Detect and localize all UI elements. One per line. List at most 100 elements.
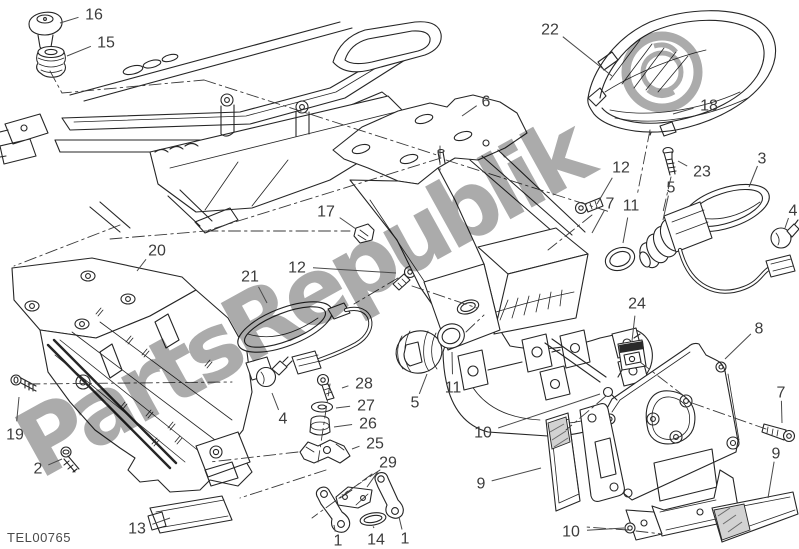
callout-label-9: 9: [772, 446, 781, 463]
callout-leader-18: [672, 107, 694, 115]
callout-leader-4: [271, 392, 280, 411]
bulb-4-right-drawing: [770, 219, 799, 249]
plate-light-housing-drawing: [423, 227, 649, 401]
clip-24-drawing: [617, 333, 647, 378]
callout-leader-12: [312, 267, 397, 274]
callout-label-13: 13: [128, 521, 146, 538]
callout-label-12: 12: [612, 160, 630, 177]
callout-leader-9: [491, 467, 542, 482]
callout-leader-7: [591, 210, 605, 234]
callout-leader-11: [622, 217, 629, 244]
callout-label-27: 27: [357, 398, 375, 415]
callout-label-22: 22: [541, 22, 559, 39]
callout-leader-21: [258, 286, 268, 304]
reflector-9-vertical-drawing: [545, 412, 581, 512]
mount-stack-drawing: [299, 373, 351, 464]
bracket-1-right-drawing: [374, 472, 404, 519]
callout-leader-5: [662, 195, 669, 221]
callout-label-20: 20: [148, 243, 166, 260]
gasket-11-center-drawing: [437, 323, 465, 349]
callout-leader-8: [724, 333, 752, 360]
callout-leader-12: [596, 177, 613, 205]
callout-leader-7: [780, 400, 783, 424]
callout-label-12: 12: [288, 260, 306, 277]
callout-leader-1: [398, 516, 403, 530]
callout-leader-17: [339, 217, 357, 230]
callout-label-11: 11: [623, 198, 640, 215]
callout-label-29: 29: [379, 455, 397, 472]
callout-label-5: 5: [411, 395, 420, 412]
callout-leader-14: [372, 526, 375, 529]
grommet-15-drawing: [35, 45, 67, 78]
pad-13-drawing: [147, 495, 233, 534]
callout-leader-20: [136, 258, 147, 272]
callout-label-19: 19: [6, 427, 24, 444]
callout-label-1: 1: [334, 533, 343, 549]
callout-leader-11: [451, 351, 453, 375]
callout-leader-2: [48, 458, 63, 466]
turn-signal-3-drawing: [663, 183, 796, 294]
grommet-5-center-drawing: [395, 330, 443, 374]
watermark-emblem: [621, 31, 703, 113]
rubber-pad-16-drawing: [28, 11, 63, 51]
callout-leader-25: [351, 445, 360, 450]
callout-label-1: 1: [401, 531, 410, 548]
callout-leader-28: [341, 385, 349, 389]
callout-leader-23: [677, 160, 688, 167]
screw-19-drawing: [10, 374, 37, 392]
callout-leader-26: [333, 424, 353, 428]
callout-label-8: 8: [755, 321, 764, 338]
gasket-11-right-drawing: [604, 246, 636, 272]
callout-leader-24: [631, 315, 636, 342]
plate-bracket-6-drawing: [332, 94, 586, 239]
plate-14-drawing: [359, 512, 387, 526]
callout-leader-4: [784, 217, 789, 229]
callout-label-10: 10: [562, 524, 580, 541]
plate-holder-8-drawing: [603, 342, 740, 502]
callout-label-24: 24: [628, 296, 646, 313]
callout-label-5: 5: [667, 180, 676, 197]
reflector-9-bottom-drawing: [711, 491, 799, 543]
callout-leader-13: [152, 517, 171, 525]
callout-leader-10: [586, 527, 625, 531]
callout-label-11: 11: [445, 380, 462, 397]
callout-leader-6: [461, 105, 477, 117]
callout-leader-19: [16, 396, 20, 422]
callout-leader-1: [333, 524, 336, 532]
callout-label-26: 26: [359, 416, 377, 433]
callout-label-6: 6: [482, 94, 491, 111]
callout-label-17: 17: [317, 204, 335, 221]
screw-2-drawing: [60, 446, 80, 473]
callout-leader-15: [66, 45, 92, 57]
callout-leader-10: [498, 393, 601, 429]
callout-label-23: 23: [693, 164, 711, 181]
callout-label-9: 9: [477, 476, 486, 493]
screw-10-upper-drawing: [602, 386, 618, 401]
callout-leader-3: [748, 165, 758, 188]
bulb-4-left-drawing: [255, 356, 293, 388]
callout-leader-9: [767, 461, 775, 499]
callout-label-4: 4: [279, 411, 288, 428]
channel-29-drawing: [335, 486, 373, 509]
callout-leader-16: [59, 16, 79, 24]
spacer-10-drawing: [579, 403, 625, 502]
callout-label-16: 16: [85, 7, 103, 24]
screw-23-drawing: [662, 146, 677, 176]
clip-17-drawing: [353, 223, 375, 244]
callout-leader-29: [366, 471, 379, 488]
drawing-code: TEL00765: [7, 530, 71, 545]
nut-10-lower-drawing: [624, 522, 636, 534]
screw-7-right-drawing: [761, 423, 796, 443]
callout-leader-27: [335, 405, 351, 409]
callout-label-7: 7: [606, 196, 615, 213]
callout-label-15: 15: [97, 35, 115, 52]
inner-fender-20-drawing: [11, 257, 253, 493]
assembly-axes: [13, 70, 767, 535]
callout-label-14: 14: [367, 532, 385, 549]
callout-label-3: 3: [758, 151, 767, 168]
callout-label-21: 21: [241, 269, 259, 286]
callout-leader-5: [418, 373, 428, 395]
